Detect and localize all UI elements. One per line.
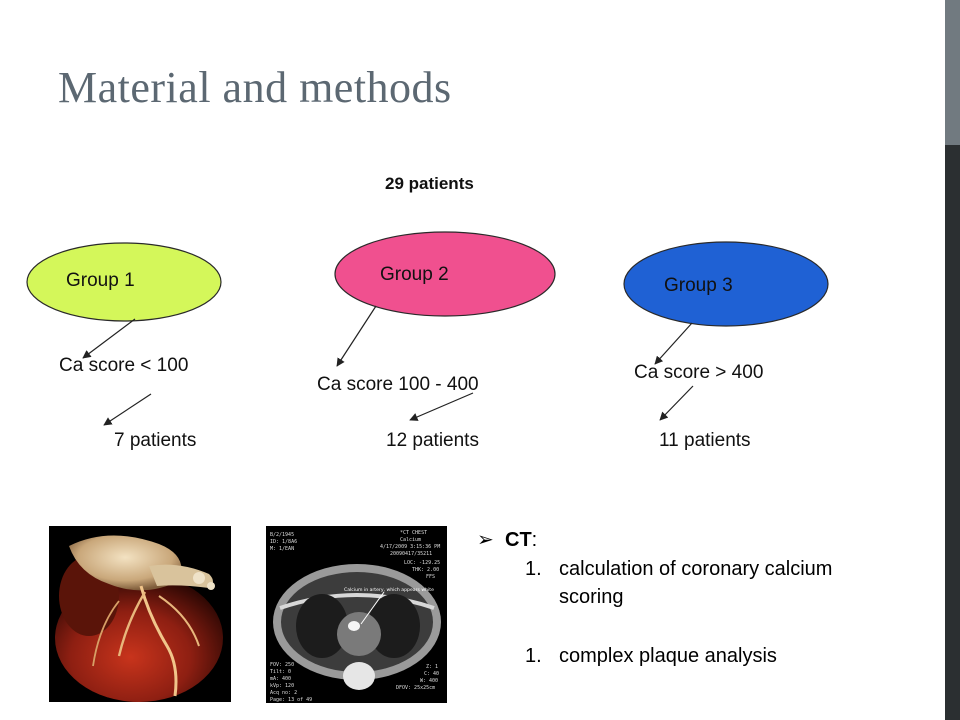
arrow-bullet-icon: ➢ (477, 529, 494, 551)
right-sidebar-bar (945, 0, 960, 720)
arrow-group1-to-count (103, 393, 152, 426)
group-diagram (26, 231, 829, 426)
ct-overlay-br-2: C: 40 (424, 671, 439, 677)
ct-heading-text: CT (505, 529, 532, 551)
ct-axial-scan-image: B/2/1945 ID: 1/8A6 M: 1/EAN *CT CHEST Ca… (266, 526, 447, 703)
slide-title: Material and methods (58, 63, 452, 112)
total-patients-label: 29 patients (385, 174, 474, 193)
ct-overlay-page: Page: 13 of 49 (270, 697, 312, 703)
ct-overlay-tr-4: 20090417/35211 (390, 551, 432, 557)
ct-heading: CT: (505, 526, 537, 554)
group-3-label: Group 3 (664, 275, 733, 296)
ct-overlay-br-3: W: 400 (420, 678, 438, 684)
arrow-group2-to-criterion (336, 305, 377, 367)
group-3-count: 11 patients (659, 430, 751, 451)
ct-overlay-tl-1: B/2/1945 (270, 532, 294, 538)
ct-item-2-number: 1. (525, 645, 542, 667)
group-2-criterion: Ca score 100 - 400 (317, 374, 479, 395)
ct-overlay-tr-2: Calcium (400, 537, 421, 543)
ct-item-1-number: 1. (525, 558, 542, 580)
ct-overlay-mr-3: FFS (426, 574, 435, 580)
ct-item-2-text: complex plaque analysis (559, 645, 777, 667)
group-2-label: Group 2 (380, 264, 449, 285)
arrow-group3-to-criterion (654, 322, 693, 365)
ct-overlay-mr-1: LOC: -129.25 (404, 560, 440, 566)
ct-overlay-bl-3: mA: 400 (270, 676, 291, 682)
ct-overlay-tl-2: ID: 1/8A6 (270, 539, 297, 545)
ct-overlay-bl-1: FOV: 250 (270, 662, 294, 668)
group-3-ellipse (623, 241, 829, 327)
group-2-ellipse (334, 231, 556, 317)
ct-overlay-bl-2: Tilt: 0 (270, 669, 291, 675)
ct-overlay-mr-2: THK: 2.00 (412, 567, 439, 573)
ct-overlay-br-4: DFOV: 25x25cm (396, 685, 435, 691)
ct-overlay-br-1: Z: 1 (426, 664, 438, 670)
ct-overlay-caption: Calcium in artery, which appears white (344, 587, 434, 593)
arrow-group3-to-count (659, 385, 694, 421)
group-3-criterion: Ca score > 400 (634, 362, 764, 383)
group-1-criterion: Ca score < 100 (59, 355, 189, 376)
group-1-count: 7 patients (114, 430, 197, 451)
group-1-label: Group 1 (66, 270, 135, 291)
ct-overlay-tl-3: M: 1/EAN (270, 546, 294, 552)
right-sidebar-accent (945, 0, 960, 145)
arrow-group2-to-count (409, 392, 474, 421)
heart-3d-render-image (49, 526, 231, 702)
ct-overlay-bl-5: Acq no: 2 (270, 690, 297, 696)
ct-heading-colon: : (531, 529, 538, 551)
ct-overlay-bl-4: kVp: 120 (270, 683, 294, 689)
group-2-count: 12 patients (386, 430, 479, 451)
ct-overlay-tr-3: 4/17/2009 3:15:36 PM (380, 544, 440, 550)
ct-overlay-tr-1: *CT CHEST (400, 530, 427, 536)
group-1-ellipse (26, 242, 222, 322)
ct-item-1-text: calculation of coronary calcium scoring (559, 558, 833, 608)
arrow-group1-to-criterion (82, 318, 136, 359)
